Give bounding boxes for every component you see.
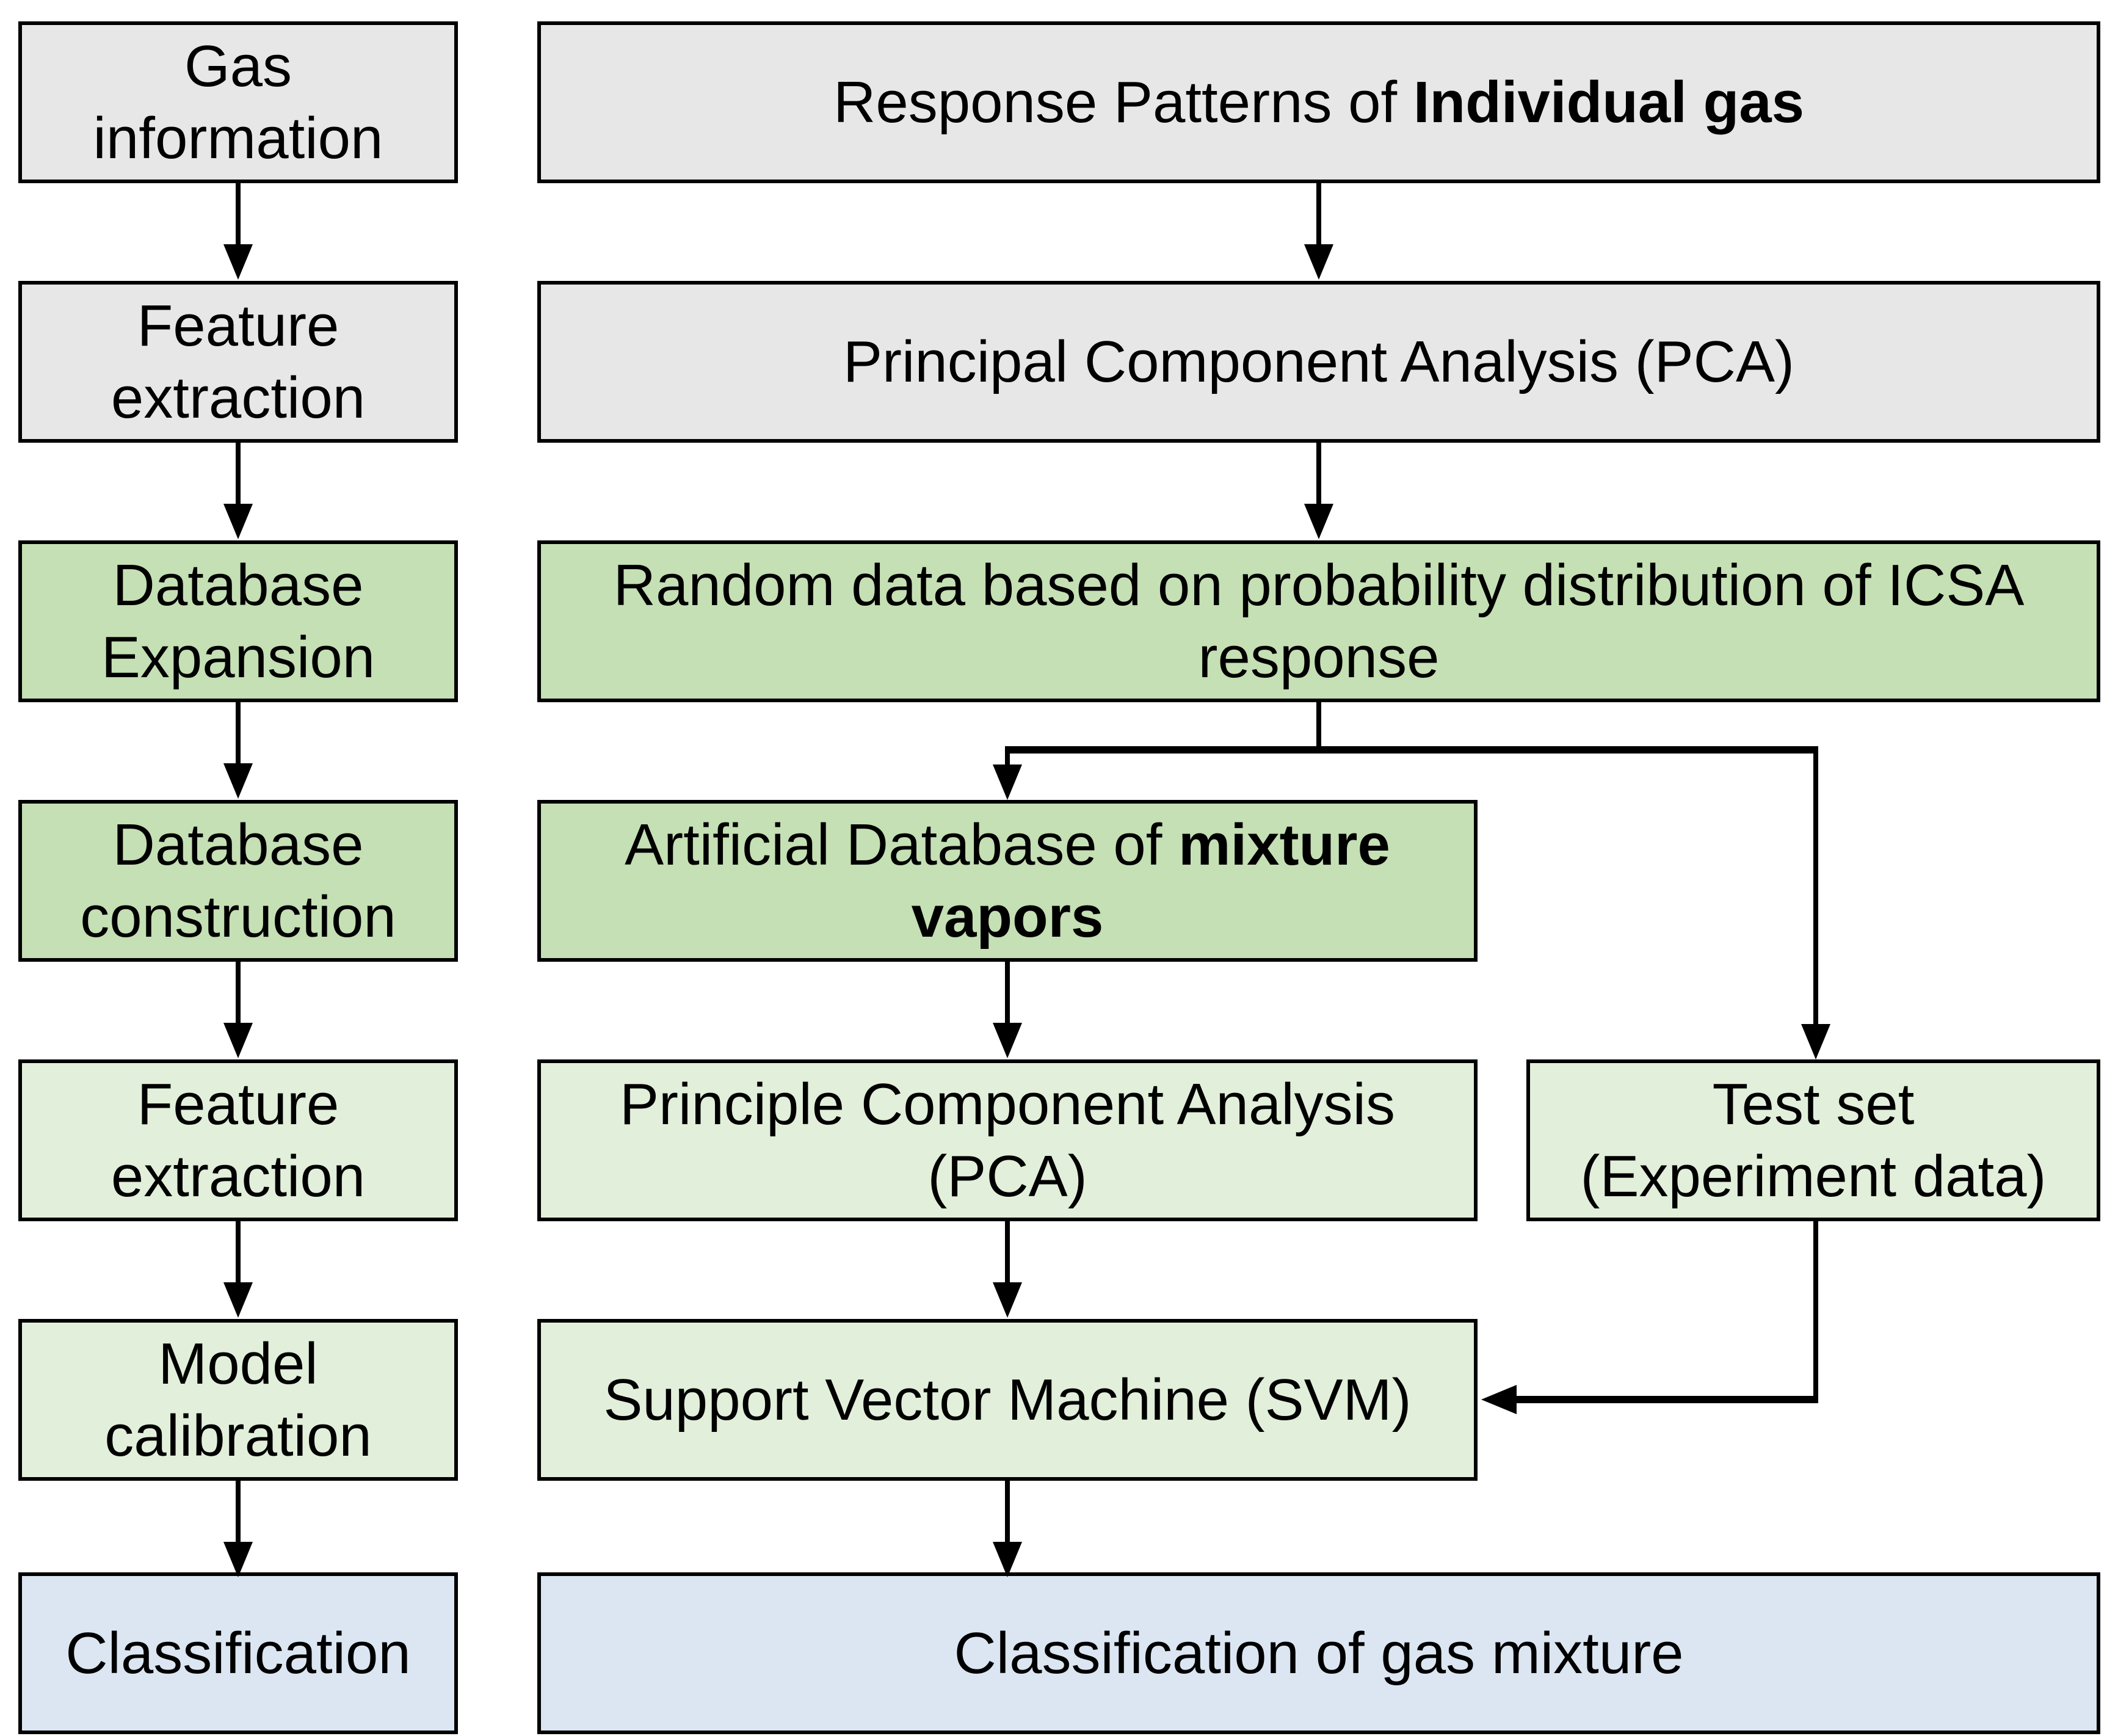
box-label: Feature extraction: [111, 1072, 366, 1209]
box-label: Principal Component Analysis (PCA): [843, 329, 1794, 394]
arrow-feature-extraction-to-database-expansion-line: [236, 443, 241, 507]
arrow-feature-extraction-to-model-calibration-head-icon: [223, 1282, 253, 1318]
arrow-feature-extraction-to-database-expansion-head-icon: [223, 504, 253, 539]
arrow-database-construction-to-feature-extraction-line: [236, 962, 241, 1026]
arrow-test-set-to-svm-head-icon: [1481, 1385, 1517, 1414]
arrow-artificial-database-to-pca-mixture-head-icon: [993, 1023, 1022, 1058]
box-classification-mixture: Classification of gas mixture: [537, 1572, 2100, 1734]
arrow-model-calibration-to-classification-head-icon: [223, 1542, 253, 1577]
arrow-response-patterns-to-pca-line: [1316, 183, 1321, 248]
arrow-branch-to-artificial-database-line: [1005, 746, 1010, 768]
box-label: Classification: [65, 1620, 411, 1686]
arrow-svm-to-classification-mixture-line: [1005, 1481, 1010, 1545]
box-response-patterns: Response Patterns of Individual gas: [537, 21, 2100, 183]
box-model-calibration: Model calibration: [18, 1319, 458, 1481]
box-label: Random data based on probability distrib…: [613, 553, 2025, 690]
box-label: Response Patterns of Individual gas: [833, 69, 1804, 135]
arrow-artificial-database-to-pca-mixture-line: [1005, 962, 1010, 1026]
box-label: Classification of gas mixture: [954, 1620, 1684, 1686]
box-svm: Support Vector Machine (SVM): [537, 1319, 1478, 1481]
arrow-svm-to-classification-mixture-head-icon: [993, 1542, 1022, 1577]
arrow-response-patterns-to-pca-head-icon: [1304, 244, 1333, 280]
box-pca-individual: Principal Component Analysis (PCA): [537, 281, 2100, 443]
arrow-pca-mixture-to-svm-head-icon: [993, 1282, 1022, 1318]
arrow-branch-to-test-set-head-icon: [1801, 1024, 1830, 1059]
branch-random-data-stem-line: [1316, 702, 1321, 750]
arrow-pca-to-random-data-head-icon: [1304, 504, 1333, 539]
arrow-test-set-drop-line: [1813, 1221, 1818, 1403]
box-label: Test set (Experiment data): [1580, 1072, 2047, 1209]
box-artificial-database: Artificial Database of mixture vapors: [537, 800, 1478, 962]
arrow-database-construction-to-feature-extraction-head-icon: [223, 1023, 253, 1058]
arrow-gas-information-to-feature-extraction-head-icon: [223, 244, 253, 280]
branch-random-data-horizontal-line: [1005, 746, 1818, 754]
box-test-set: Test set (Experiment data): [1526, 1059, 2100, 1221]
arrow-database-expansion-to-database-construction-line: [236, 702, 241, 767]
box-classification: Classification: [18, 1572, 458, 1734]
box-database-expansion: Database Expansion: [18, 540, 458, 702]
arrow-feature-extraction-to-model-calibration-line: [236, 1221, 241, 1286]
arrow-pca-mixture-to-svm-line: [1005, 1221, 1010, 1286]
arrow-branch-to-artificial-database-head-icon: [993, 764, 1022, 800]
arrow-database-expansion-to-database-construction-head-icon: [223, 763, 253, 799]
box-random-data: Random data based on probability distrib…: [537, 540, 2100, 702]
arrow-branch-to-test-set-line: [1813, 746, 1818, 1029]
arrow-gas-information-to-feature-extraction-line: [236, 183, 241, 248]
box-label: Database construction: [80, 812, 396, 950]
arrow-model-calibration-to-classification-line: [236, 1481, 241, 1545]
box-label: Principle Component Analysis (PCA): [620, 1072, 1395, 1209]
box-label: Support Vector Machine (SVM): [603, 1367, 1412, 1433]
box-feature-extraction-individual: Feature extraction: [18, 281, 458, 443]
box-label: Feature extraction: [111, 293, 366, 430]
box-label: Artificial Database of mixture vapors: [625, 812, 1390, 950]
box-database-construction: Database construction: [18, 800, 458, 962]
box-pca-mixture: Principle Component Analysis (PCA): [537, 1059, 1478, 1221]
box-feature-extraction-mixture: Feature extraction: [18, 1059, 458, 1221]
arrow-pca-to-random-data-line: [1316, 443, 1321, 507]
box-gas-information: Gas information: [18, 21, 458, 183]
box-label: Model calibration: [104, 1331, 372, 1469]
arrow-test-set-to-svm-line: [1513, 1396, 1818, 1403]
box-label: Database Expansion: [101, 553, 375, 690]
box-label: Gas information: [93, 34, 383, 171]
